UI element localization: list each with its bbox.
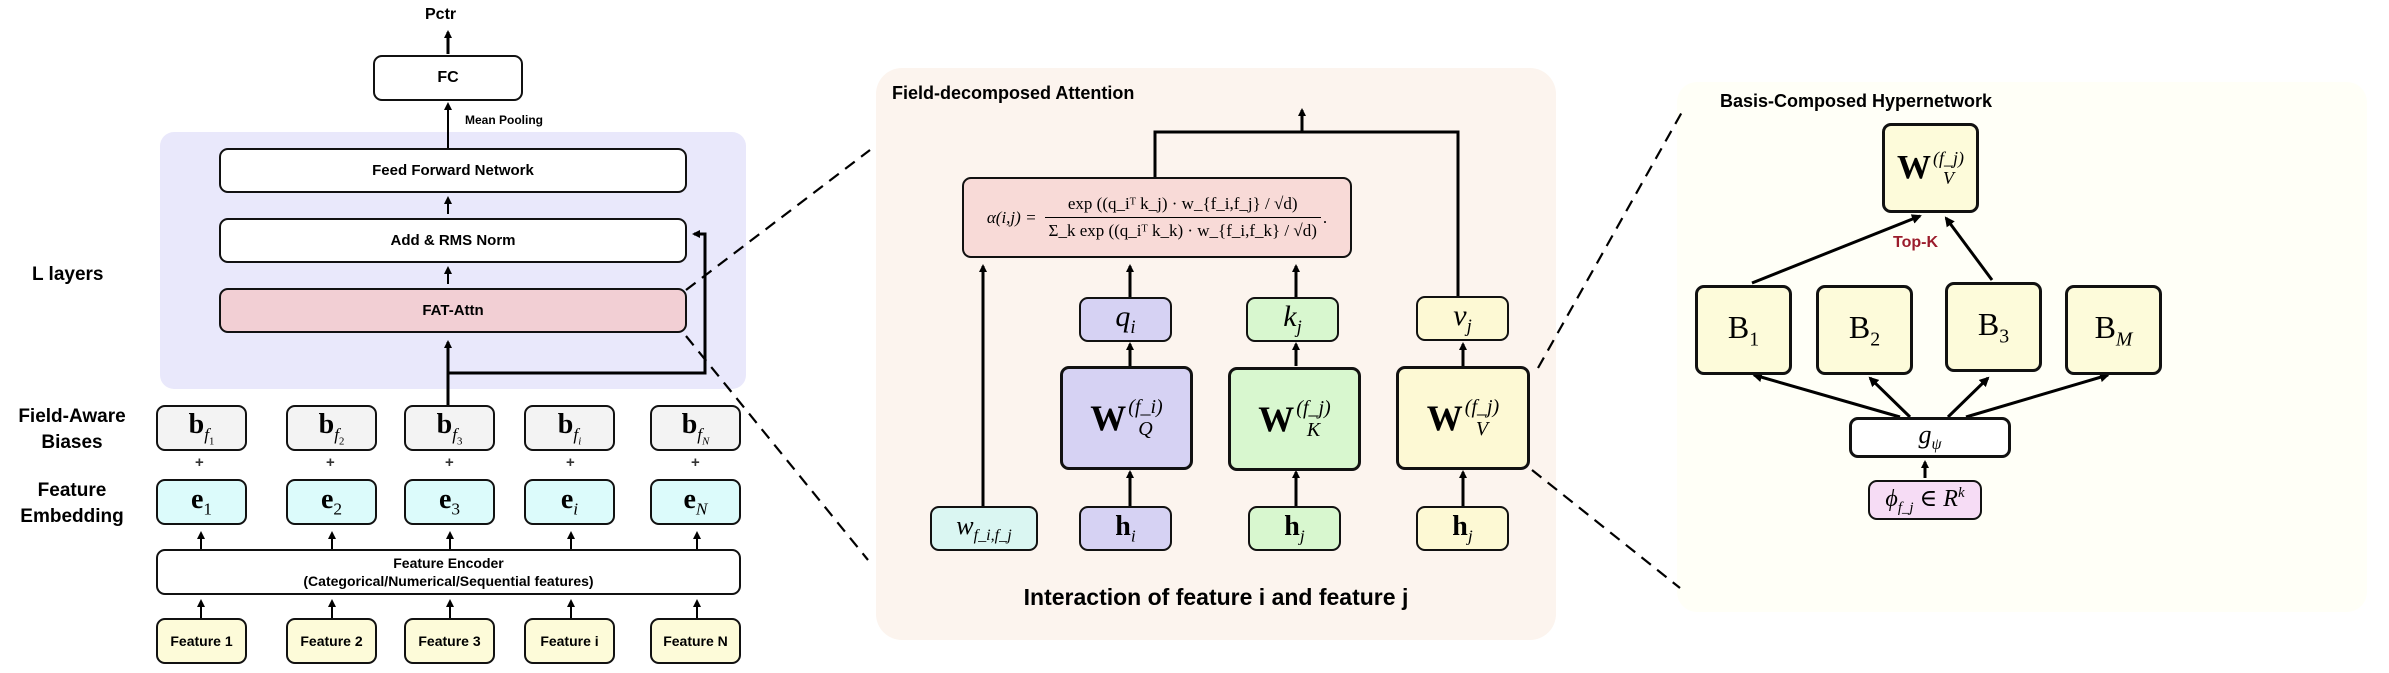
formula-lhs: α(i,j) = <box>986 207 1037 227</box>
attention-formula: α(i,j) = exp ((q_iᵀ k_j) · w_{f_i,f_j} /… <box>986 194 1328 240</box>
fc-label: FC <box>437 69 459 86</box>
embedding-box: e2 <box>286 479 377 525</box>
basis-matrix-box: B2 <box>1816 285 1913 375</box>
feature-box: Feature 2 <box>286 618 377 664</box>
fc-block: FC <box>373 55 523 101</box>
hidden-state-box: hj <box>1416 506 1509 551</box>
hidden-state-box: hi <box>1079 506 1172 551</box>
zoom-dash-upper-right <box>1537 111 1683 369</box>
ffn-label: Feed Forward Network <box>372 162 534 179</box>
feature-box: Feature i <box>524 618 615 664</box>
field-decomposed-attention-panel <box>876 68 1556 640</box>
bias-box: bf2 <box>286 405 377 451</box>
attention-formula-box: α(i,j) = exp ((q_iᵀ k_j) · w_{f_i,f_j} /… <box>962 177 1352 258</box>
feed-forward-network-block: Feed Forward Network <box>219 148 687 193</box>
middle-panel-caption: Interaction of feature i and feature j <box>1023 584 1409 610</box>
generated-value-weight-box: W(f_j)V <box>1882 123 1979 213</box>
middle-panel-title: Field-decomposed Attention <box>892 83 1135 103</box>
bias-box: bf1 <box>156 405 247 451</box>
query-vector-box: qi <box>1079 297 1172 342</box>
formula-numerator: exp ((q_iᵀ k_j) · w_{f_i,f_j} / √d) <box>1067 194 1298 213</box>
embed-arrows <box>197 531 701 549</box>
value-vector-box: vj <box>1416 296 1509 341</box>
formula-denominator: Σ_k exp ((q_iᵀ k_k) · w_{f_i,f_k} / √d) <box>1048 221 1317 240</box>
plus-sign: + <box>445 454 454 471</box>
embedding-row-label: Feature Embedding <box>20 480 124 527</box>
plus-sign: + <box>566 454 575 471</box>
plus-sign: + <box>326 454 335 471</box>
plus-sign: + <box>691 454 700 471</box>
plus-sign: + <box>195 454 204 471</box>
fat-attn-block: FAT-Attn <box>219 288 687 333</box>
add-rms-norm-block: Add & RMS Norm <box>219 218 687 263</box>
feature-box: Feature N <box>650 618 741 664</box>
encoder-title: Feature Encoder <box>393 555 504 571</box>
query-weight-box: W(f_i)Q <box>1060 366 1193 470</box>
basis-matrix-box: BM <box>2065 285 2162 375</box>
norm-label: Add & RMS Norm <box>390 232 516 249</box>
encoder-subtitle: (Categorical/Numerical/Sequential featur… <box>303 573 594 589</box>
embedding-box: ei <box>524 479 615 525</box>
hypernetwork-g-box: gψ <box>1849 417 2011 458</box>
feature-arrows <box>197 599 701 618</box>
feature-encoder-block: Feature Encoder (Categorical/Numerical/S… <box>156 549 741 595</box>
field-weight-box: wf_i,f_j <box>930 506 1038 551</box>
basis-matrix-box: B3 <box>1945 282 2042 372</box>
feature-box: Feature 3 <box>404 618 495 664</box>
bias-box: bfi <box>524 405 615 451</box>
output-label: Pctr <box>425 6 457 23</box>
bias-box: bfN <box>650 405 741 451</box>
basis-matrix-box: B1 <box>1695 285 1792 375</box>
attn-label: FAT-Attn <box>422 302 484 319</box>
key-vector-box: kj <box>1246 297 1339 342</box>
topk-label: Top-K <box>1893 234 1939 251</box>
embedding-box: e1 <box>156 479 247 525</box>
right-panel-title: Basis-Composed Hypernetwork <box>1720 91 1993 111</box>
embedding-box: e3 <box>404 479 495 525</box>
bias-box: bf3 <box>404 405 495 451</box>
hidden-state-box: hj <box>1248 506 1341 551</box>
embedding-box: eN <box>650 479 741 525</box>
mean-pooling-label: Mean Pooling <box>465 113 543 127</box>
value-weight-box: W(f_j)V <box>1396 366 1530 470</box>
key-weight-box: W(f_j)K <box>1228 367 1361 471</box>
feature-box: Feature 1 <box>156 618 247 664</box>
layer-group-label: L layers <box>32 264 104 285</box>
field-embedding-phi-box: ϕf_j ∈ Rk <box>1868 480 1982 520</box>
biases-row-label: Field-Aware Biases <box>18 406 126 453</box>
